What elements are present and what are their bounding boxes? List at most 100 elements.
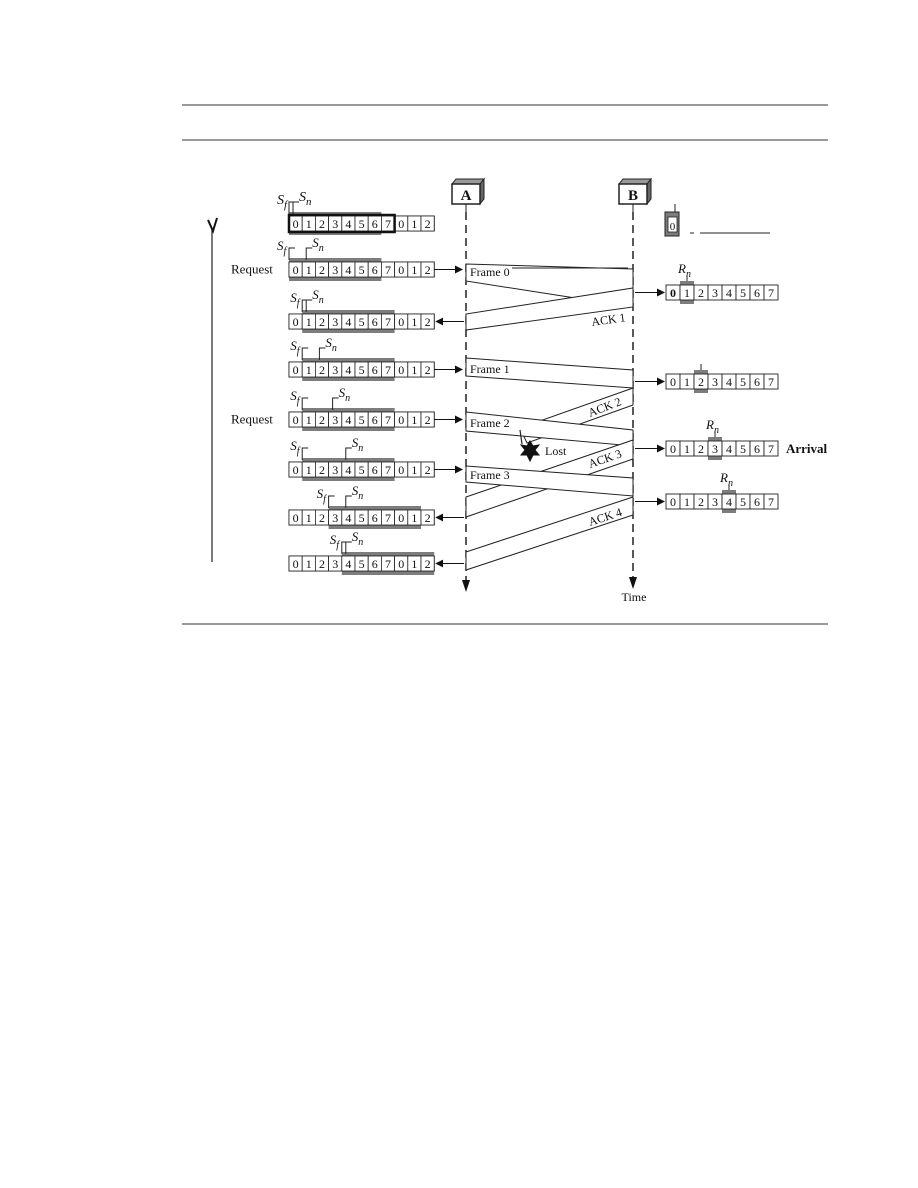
sender-seq-number: 2 <box>319 263 325 277</box>
ack-4-label: ACK 4 <box>587 505 624 529</box>
sender-seq-number: 1 <box>306 511 312 525</box>
receiver-seq-number: 1 <box>684 495 690 509</box>
sender-seq-number: 4 <box>345 463 351 477</box>
sender-seq-number: 3 <box>332 557 338 571</box>
sender-seq-number: 1 <box>411 413 417 427</box>
frame-1-transmission: Frame 1 <box>465 357 634 389</box>
station-b-label: B <box>628 188 638 204</box>
sender-seq-number: 4 <box>345 315 351 329</box>
sender-seq-number: 4 <box>345 217 351 231</box>
sn-pointer-label: Sn <box>299 190 312 208</box>
sender-seq-number: 2 <box>425 217 431 231</box>
sender-seq-number: 2 <box>425 463 431 477</box>
request-label: Request <box>231 262 273 277</box>
sender-seq-number: 2 <box>425 363 431 377</box>
arrival-label: Arrival <box>786 441 828 456</box>
sender-seq-number: 7 <box>385 363 391 377</box>
sender-seq-number: 0 <box>398 263 404 277</box>
rn-pointer-label: Rn <box>719 470 733 489</box>
timeline-a-arrow-icon <box>462 580 470 592</box>
sender-seq-number: 0 <box>293 463 299 477</box>
sender-seq-number: 3 <box>332 511 338 525</box>
sender-seq-number: 2 <box>425 557 431 571</box>
frame-0-label: Frame 0 <box>470 265 510 279</box>
sender-seq-number: 2 <box>319 363 325 377</box>
sender-seq-cell <box>420 215 435 232</box>
receiver-seq-number: 7 <box>768 442 774 456</box>
sender-seq-number: 2 <box>319 511 325 525</box>
lost-marker: Lost <box>519 429 567 463</box>
sender-seq-number: 0 <box>398 463 404 477</box>
sender-seq-number: 4 <box>345 363 351 377</box>
receiver-seq-number: 4 <box>726 442 732 456</box>
sender-seq-number: 2 <box>425 413 431 427</box>
sender-seq-number: 3 <box>332 463 338 477</box>
sender-seq-number: 1 <box>306 217 312 231</box>
sender-seq-number: 3 <box>332 413 338 427</box>
sender-seq-number: 0 <box>398 217 404 231</box>
sender-seq-number: 5 <box>359 263 365 277</box>
sender-seq-number: 5 <box>359 463 365 477</box>
sender-seq-number: 5 <box>359 511 365 525</box>
sender-seq-number: 7 <box>385 557 391 571</box>
sender-seq-number: 1 <box>411 463 417 477</box>
sf-pointer-label: Sf <box>277 238 288 257</box>
sender-seq-number: 0 <box>293 217 299 231</box>
sender-seq-number: 6 <box>372 413 378 427</box>
sender-seq-number: 0 <box>293 263 299 277</box>
receiver-seq-number: 3 <box>712 495 718 509</box>
sender-seq-number: 2 <box>319 557 325 571</box>
sender-seq-number: 2 <box>425 315 431 329</box>
lost-star-icon <box>519 440 541 463</box>
sender-seq-number: 6 <box>372 315 378 329</box>
receiver-seq-number: 1 <box>684 442 690 456</box>
receiver-seq-number: 6 <box>754 375 760 389</box>
sender-seq-cell <box>420 555 435 572</box>
sender-seq-number: 5 <box>359 217 365 231</box>
sender-seq-number: 6 <box>372 217 378 231</box>
sn-pointer-label: Sn <box>352 529 364 548</box>
station-a-label: A <box>461 188 472 204</box>
sender-seq-number: 2 <box>319 463 325 477</box>
receiver-seq-number: 2 <box>698 442 704 456</box>
lost-label: Lost <box>545 444 567 458</box>
receiver-initial: 0 <box>664 204 770 237</box>
sender-seq-number: 7 <box>385 463 391 477</box>
receiver-seq-number: 5 <box>740 442 746 456</box>
receiver-seq-number: 0 <box>670 375 676 389</box>
receiver-seq-number: 0 <box>670 442 676 456</box>
ack-1-transmission: ACK 1 <box>465 287 634 331</box>
sender-seq-number: 2 <box>425 511 431 525</box>
sf-pointer-label: Sf <box>290 388 301 407</box>
sn-pointer-label: Sn <box>312 235 324 254</box>
sender-seq-number: 4 <box>345 511 351 525</box>
sn-pointer-label: Sn <box>325 335 337 354</box>
sender-seq-number: 1 <box>306 315 312 329</box>
sender-seq-number: 1 <box>411 363 417 377</box>
receiver-seq-number: 5 <box>740 286 746 300</box>
sn-pointer-label: Sn <box>339 385 351 404</box>
sender-seq-number: 3 <box>332 363 338 377</box>
receiver-seq-cell <box>763 373 779 390</box>
receiver-seq-number: 4 <box>726 495 732 509</box>
sender-seq-number: 0 <box>293 363 299 377</box>
frame-3-transmission: Frame 3 <box>465 465 634 497</box>
sender-seq-number: 0 <box>293 557 299 571</box>
receiver-seq-number: 3 <box>712 286 718 300</box>
receiver-initial-value: 0 <box>670 221 676 233</box>
sender-seq-number: 1 <box>411 315 417 329</box>
sender-seq-number: 1 <box>411 263 417 277</box>
sender-seq-number: 1 <box>306 363 312 377</box>
receiver-seq-cell <box>763 284 779 301</box>
receiver-seq-number: 7 <box>768 286 774 300</box>
sender-seq-number: 4 <box>345 263 351 277</box>
sender-seq-number: 5 <box>359 363 365 377</box>
sender-seq-number: 4 <box>345 413 351 427</box>
sf-pointer-label: Sf <box>317 486 328 505</box>
sender-seq-number: 7 <box>385 217 391 231</box>
sender-seq-number: 0 <box>398 557 404 571</box>
